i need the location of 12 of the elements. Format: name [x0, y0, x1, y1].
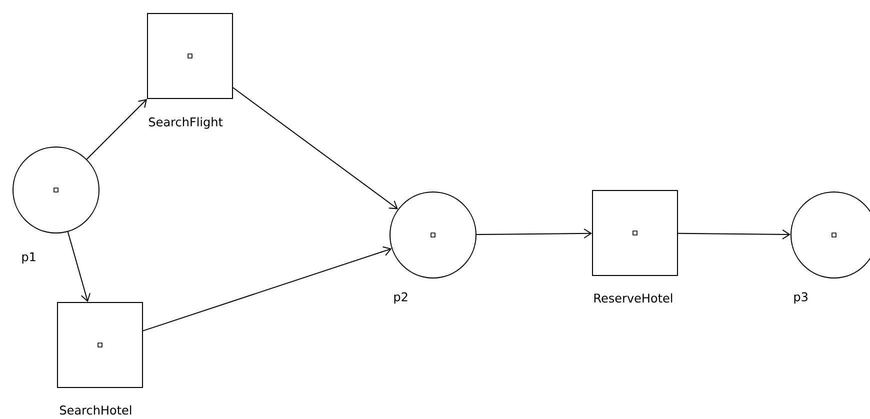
node-label: p1: [22, 252, 36, 264]
arrow: [86, 99, 148, 160]
arrow: [678, 229, 790, 240]
arrow: [476, 228, 592, 238]
node-label: SearchHotel: [60, 405, 132, 415]
node-label: p2: [394, 292, 408, 304]
arrow: [67, 231, 90, 302]
arrow: [232, 87, 398, 210]
node-label: SearchFlight: [148, 117, 223, 129]
node-label: p3: [794, 292, 808, 304]
arrow: [142, 246, 392, 332]
node-label: ReserveHotel: [594, 293, 672, 303]
